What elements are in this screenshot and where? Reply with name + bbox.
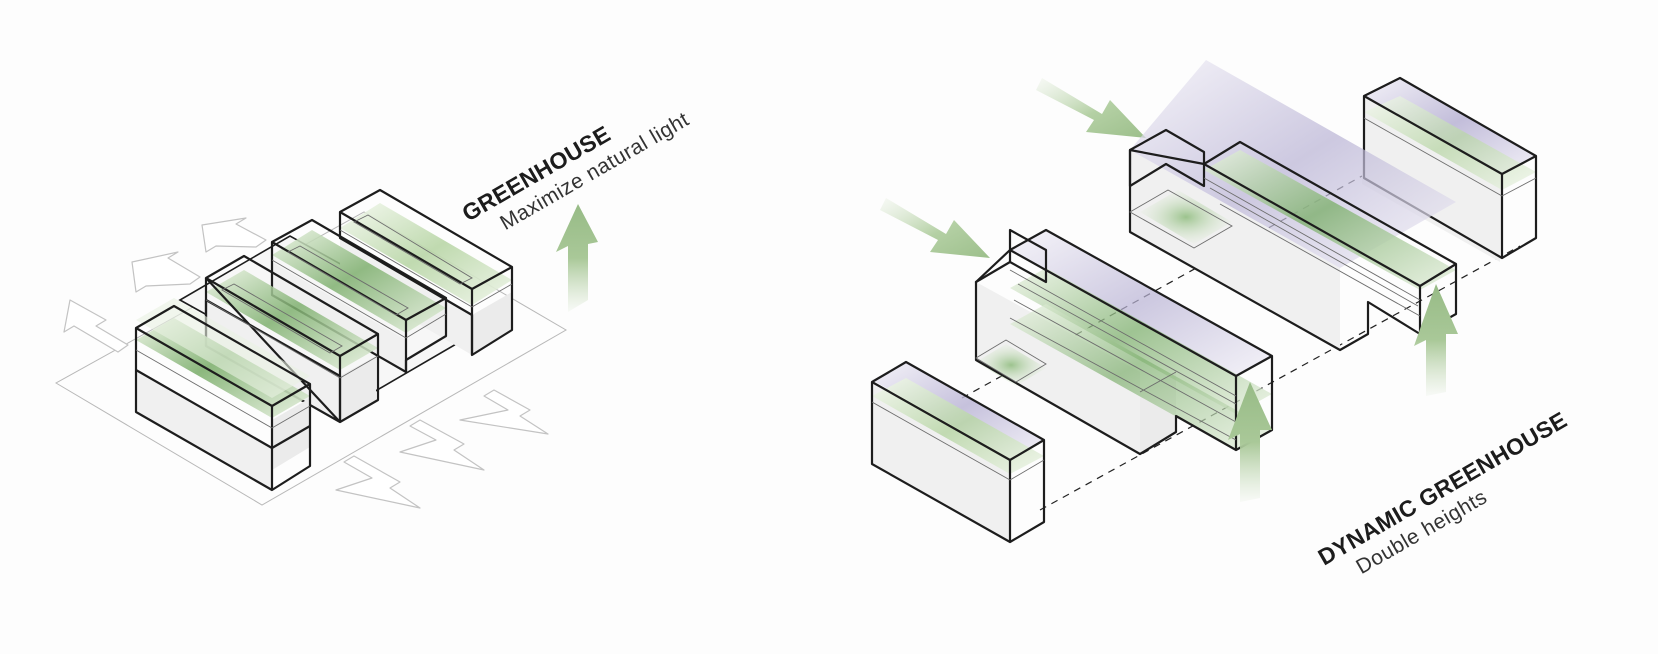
- greenhouse-bar-3: [270, 218, 448, 374]
- guide-line-1: [1039, 245, 1521, 511]
- airflow-arrow-5: [399, 419, 485, 471]
- airflow-arrow-4: [335, 455, 421, 509]
- light-up-arrow-middle: [1414, 284, 1458, 396]
- light-up-arrow: [556, 204, 598, 312]
- light-up-arrow-front: [1228, 382, 1272, 502]
- greenhouse-diagram: GREENHOUSE Maximize natural light: [54, 108, 693, 509]
- airflow-arrow-2: [131, 251, 201, 293]
- airflow-arrows: [63, 217, 549, 509]
- airflow-arrow-6: [459, 389, 549, 435]
- dynamic-greenhouse-title: DYNAMIC GREENHOUSE: [1314, 406, 1572, 570]
- dynamic-block-front-left: [870, 360, 1046, 544]
- dynamic-block-front: [974, 228, 1274, 456]
- sun-arrow-lower: [880, 198, 990, 258]
- dynamic-block-rear-right: [1362, 76, 1538, 262]
- airflow-arrow-1: [63, 299, 129, 353]
- airflow-arrow-3: [201, 217, 267, 253]
- dynamic-greenhouse-label: DYNAMIC GREENHOUSE Double heights: [1314, 406, 1572, 578]
- greenhouse-bar-1: [134, 298, 312, 492]
- dynamic-block-middle: [1128, 60, 1458, 352]
- sun-arrow-upper: [1036, 78, 1146, 138]
- dynamic-greenhouse-diagram: DYNAMIC GREENHOUSE Double heights: [870, 60, 1572, 579]
